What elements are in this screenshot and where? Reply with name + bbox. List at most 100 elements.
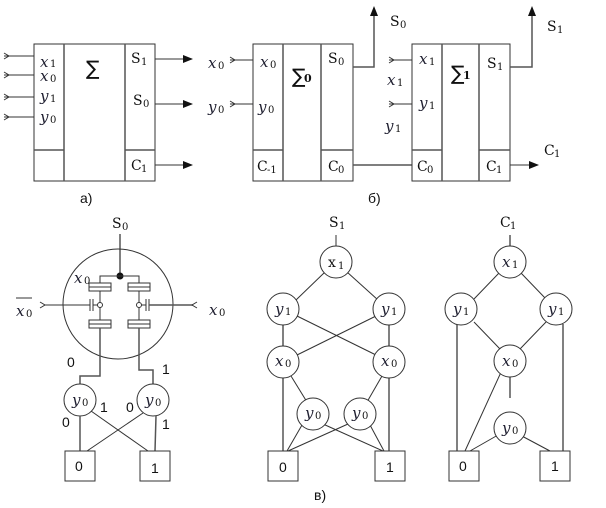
svg-text:y: y bbox=[274, 300, 284, 318]
svg-text:x: x bbox=[260, 53, 269, 71]
svg-text:1: 1 bbox=[429, 57, 435, 68]
svg-text:y: y bbox=[144, 391, 154, 409]
svg-text:0: 0 bbox=[143, 99, 149, 110]
svg-text:1: 1 bbox=[285, 307, 291, 318]
svg-text:y: y bbox=[380, 300, 390, 318]
svg-text:C: C bbox=[500, 215, 511, 231]
svg-text:1: 1 bbox=[50, 59, 56, 70]
svg-text:C: C bbox=[257, 159, 268, 175]
svg-text:x: x bbox=[419, 50, 428, 68]
svg-text:0: 0 bbox=[50, 115, 56, 126]
svg-text:0: 0 bbox=[219, 308, 225, 319]
svg-text:x: x bbox=[502, 352, 511, 370]
svg-text:1: 1 bbox=[497, 62, 503, 73]
svg-text:x: x bbox=[275, 352, 284, 370]
svg-text:0: 0 bbox=[82, 398, 88, 409]
svg-text:1: 1 bbox=[339, 221, 345, 232]
svg-text:1: 1 bbox=[151, 460, 159, 476]
svg-text:x: x bbox=[209, 301, 218, 319]
svg-text:0: 0 bbox=[459, 458, 467, 474]
bdd-s1-root-x1 bbox=[319, 245, 353, 279]
svg-text:y: y bbox=[384, 117, 394, 135]
svg-text:1: 1 bbox=[395, 124, 401, 135]
edge-label: 0 bbox=[62, 414, 70, 430]
branch-1-wire bbox=[138, 328, 154, 384]
bdd-c1-node-y0 bbox=[493, 411, 527, 445]
s1-arrow-head bbox=[528, 6, 536, 16]
bdd-s1-node-y1-left bbox=[266, 292, 300, 326]
input-arrows bbox=[3, 52, 34, 121]
svg-text:0: 0 bbox=[427, 165, 433, 176]
svg-text:0: 0 bbox=[400, 20, 406, 31]
s1-output-wire bbox=[510, 12, 533, 68]
svg-text:C: C bbox=[544, 143, 555, 159]
svg-text:1: 1 bbox=[557, 25, 563, 36]
svg-text:1: 1 bbox=[391, 307, 397, 318]
svg-text:0: 0 bbox=[338, 57, 344, 68]
svg-text:1: 1 bbox=[50, 94, 56, 105]
svg-text:0: 0 bbox=[315, 411, 321, 422]
adder-block-outline bbox=[33, 43, 156, 182]
svg-text:0: 0 bbox=[155, 398, 161, 409]
svg-text:∑: ∑ bbox=[451, 61, 465, 85]
node-dot bbox=[136, 302, 142, 308]
branch-0-wire bbox=[79, 328, 101, 384]
svg-text:0: 0 bbox=[268, 105, 274, 116]
svg-text:x: x bbox=[74, 269, 83, 287]
edge-label: 1 bbox=[162, 416, 170, 432]
svg-text:1: 1 bbox=[558, 307, 564, 318]
bdd-c1-terminal-0 bbox=[448, 450, 480, 482]
svg-text:y: y bbox=[418, 94, 428, 112]
bdd-s1-terminal-1 bbox=[374, 450, 406, 482]
svg-text:y: y bbox=[452, 300, 462, 318]
svg-text:1: 1 bbox=[338, 261, 344, 272]
branch-label-0: 0 bbox=[67, 354, 75, 370]
svg-text:x: x bbox=[381, 352, 390, 370]
bdd-c1-node-y1-right bbox=[539, 292, 573, 326]
svg-text:y: y bbox=[39, 108, 49, 126]
svg-text:C: C bbox=[131, 158, 142, 174]
sigma-symbol: ∑ bbox=[86, 56, 100, 80]
svg-text:C: C bbox=[417, 159, 428, 175]
bdd-c1-root-x1 bbox=[493, 245, 527, 279]
svg-text:C: C bbox=[328, 159, 339, 175]
caption-a: a) bbox=[80, 190, 92, 206]
svg-text:0: 0 bbox=[84, 276, 90, 287]
svg-text:S: S bbox=[329, 215, 339, 231]
svg-text:0: 0 bbox=[512, 359, 518, 370]
svg-text:y: y bbox=[501, 419, 511, 437]
svg-text:0: 0 bbox=[362, 411, 368, 422]
svg-text:0: 0 bbox=[26, 309, 32, 320]
svg-text:0: 0 bbox=[75, 458, 83, 474]
svg-text:1: 1 bbox=[429, 101, 435, 112]
svg-text:S: S bbox=[328, 51, 338, 67]
svg-text:0: 0 bbox=[122, 222, 128, 233]
bdd-s1-node-x0-right bbox=[372, 345, 406, 379]
node-dot bbox=[97, 302, 103, 308]
bdd-s1-node-y1-right bbox=[372, 292, 406, 326]
svg-text:-1: -1 bbox=[267, 165, 277, 176]
svg-text:y: y bbox=[547, 300, 557, 318]
svg-text:1: 1 bbox=[141, 164, 147, 175]
bdd-c1-terminal-1 bbox=[539, 450, 571, 482]
caption-c: в) bbox=[314, 487, 326, 503]
svg-text:1: 1 bbox=[386, 459, 394, 475]
